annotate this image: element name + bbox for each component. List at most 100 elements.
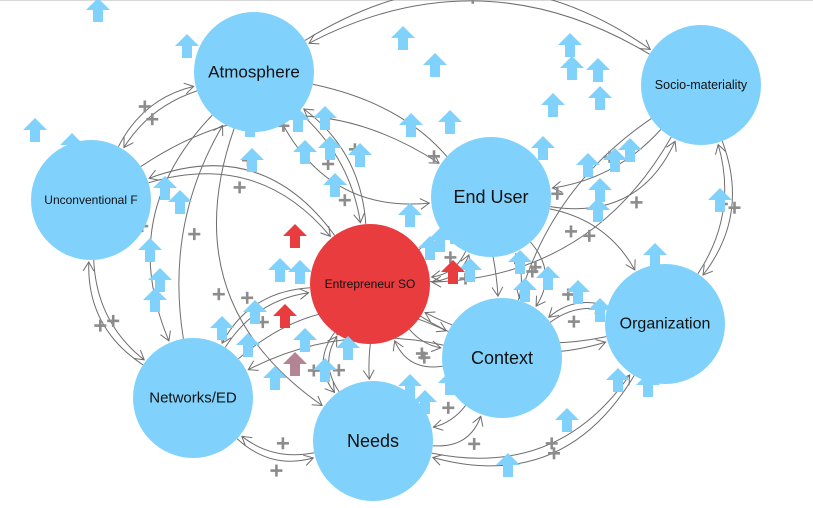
polarity-plus-icon: +	[415, 347, 428, 360]
polarity-plus-icon: +	[529, 261, 542, 274]
increase-arrow-icon	[413, 390, 437, 414]
arrowhead-icon	[431, 454, 444, 466]
increase-arrow-icon	[263, 366, 287, 390]
arrowhead-icon	[247, 360, 259, 371]
edge-org-to-needs[interactable]	[432, 375, 635, 467]
increase-arrow-icon	[293, 328, 317, 352]
edge-atmosphere-to-needs[interactable]	[216, 128, 323, 406]
node-label: Context	[471, 348, 533, 368]
increase-arrow-icon	[210, 316, 234, 340]
increase-arrow-icon	[566, 280, 590, 304]
polarity-plus-icon: +	[630, 196, 643, 209]
edge-entre-to-networks[interactable]	[221, 287, 311, 344]
node-socio[interactable]: Socio-materiality	[641, 25, 761, 145]
arrowhead-icon	[362, 369, 375, 381]
edge-needs-to-org[interactable]	[431, 374, 631, 459]
edge-entre-to-atmosphere[interactable]	[303, 108, 367, 225]
arrowhead-icon	[715, 143, 727, 155]
edge-atmosphere-to-unconv[interactable]	[123, 90, 198, 148]
node-entre[interactable]: Entrepreneur SO	[310, 224, 430, 344]
increase-arrow-icon	[586, 58, 610, 82]
increase-arrow-icon	[138, 238, 162, 262]
increase-arrow-icon	[443, 220, 467, 244]
muted-increase-arrow-icon	[283, 352, 307, 376]
arrowhead-icon	[311, 395, 323, 407]
increase-arrow-icon	[153, 176, 177, 200]
node-circle[interactable]	[31, 140, 151, 260]
polarity-plus-icon: +	[138, 100, 151, 113]
node-circle[interactable]	[442, 298, 562, 418]
node-circle[interactable]	[194, 12, 314, 132]
edge-networks-to-unconv[interactable]	[88, 261, 144, 366]
edge-needs-to-context[interactable]	[432, 416, 482, 447]
node-needs[interactable]: Needs	[313, 381, 433, 501]
edge-networks-to-needs[interactable]	[236, 438, 314, 462]
node-unconv[interactable]: Unconventional F	[31, 140, 151, 260]
edge-socio-to-org[interactable]	[702, 140, 733, 276]
polarity-plus-icon: +	[107, 314, 120, 327]
edge-atmosphere-to-enduser[interactable]	[282, 124, 430, 205]
edge-unconv-to-networks[interactable]	[93, 259, 145, 361]
arrowhead-icon	[353, 212, 365, 224]
polarity-plus-icon: +	[548, 447, 560, 460]
increase-arrow-icon	[423, 53, 447, 77]
increase-arrow-icon	[588, 178, 612, 202]
increase-arrow-icon	[603, 148, 627, 172]
polarity-plus-icon: +	[332, 364, 345, 377]
focus-increase-arrow-icon	[273, 304, 297, 328]
increase-arrow-icon	[606, 368, 630, 392]
edge-socio-to-atmosphere[interactable]	[308, 0, 650, 55]
node-circle[interactable]	[313, 381, 433, 501]
edge-needs-to-networks[interactable]	[241, 435, 315, 456]
arrowhead-icon	[82, 261, 95, 272]
edge-context-to-networks[interactable]	[247, 337, 444, 371]
node-circle[interactable]	[310, 224, 430, 344]
edge-entre-to-context[interactable]	[408, 328, 441, 349]
polarity-plus-icon: +	[428, 150, 440, 163]
polarity-plus-icon: +	[233, 181, 246, 194]
increase-arrow-icon	[576, 153, 600, 177]
edge-enduser-to-socio[interactable]	[550, 141, 676, 210]
arrowhead-icon	[419, 198, 431, 210]
edge-context-to-needs[interactable]	[433, 405, 466, 428]
increase-arrow-icon	[318, 136, 342, 160]
polarity-plus-icon: +	[551, 187, 564, 200]
arrowhead-icon	[320, 225, 331, 238]
node-label: End User	[453, 187, 528, 207]
node-networks[interactable]: Networks/ED	[133, 338, 253, 458]
node-label: Networks/ED	[149, 390, 237, 407]
node-context[interactable]: Context	[442, 298, 562, 418]
edge-unconv-to-entre[interactable]	[148, 173, 331, 237]
edge-enduser-to-org[interactable]	[549, 208, 636, 271]
polarity-plus-icon: +	[212, 288, 225, 301]
edge-unconv-to-atmosphere[interactable]	[117, 85, 194, 147]
edge-atmosphere-to-socio[interactable]	[304, 0, 651, 50]
focus-increase-arrow-icon	[283, 224, 307, 248]
increase-arrow-icon	[438, 371, 462, 395]
arrowhead-icon	[551, 181, 563, 193]
increase-arrow-icon	[458, 258, 482, 282]
node-circle[interactable]	[641, 25, 761, 145]
polarity-plus-icon: +	[444, 251, 457, 264]
arrowhead-icon	[303, 108, 315, 119]
polarity-plus-icon: +	[146, 113, 159, 126]
node-circle[interactable]	[605, 264, 725, 384]
increase-arrow-icon	[23, 118, 47, 142]
arrowhead-icon	[213, 124, 224, 137]
top-border	[0, 0, 813, 1]
node-org[interactable]: Organization	[605, 264, 725, 384]
arrowhead-icon	[435, 321, 448, 333]
node-circle[interactable]	[133, 338, 253, 458]
polarity-plus-icon: +	[270, 464, 283, 477]
node-atmosphere[interactable]: Atmosphere	[194, 12, 314, 132]
increase-arrow-icon	[560, 56, 584, 80]
polarity-plus-icon: +	[322, 158, 335, 170]
edge-context-to-entre[interactable]	[394, 340, 443, 368]
edge-atmosphere-to-entre[interactable]	[298, 111, 361, 223]
polarity-plus-icon: +	[471, 0, 475, 4]
polarity-plus-icon: +	[256, 316, 269, 329]
increase-arrow-icon	[313, 106, 337, 130]
edge-unconv-to-enduser[interactable]	[140, 115, 440, 168]
edge-networks-to-atmosphere[interactable]	[178, 125, 224, 339]
